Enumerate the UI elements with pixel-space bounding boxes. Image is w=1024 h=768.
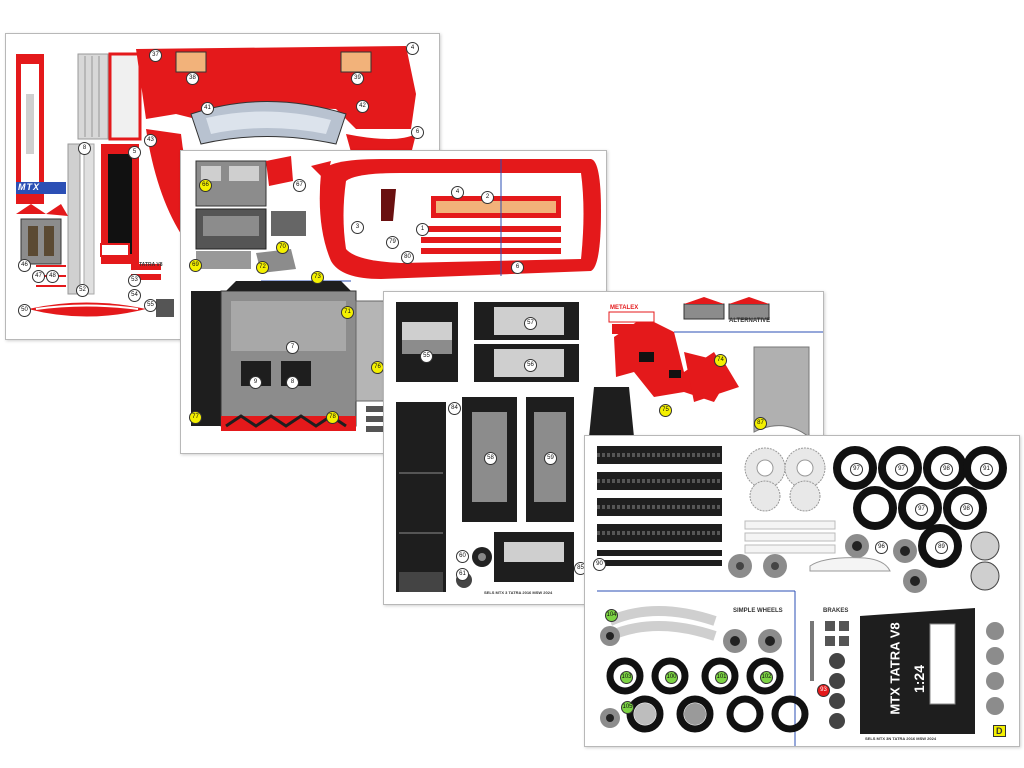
part-number: 2 [481,191,494,204]
model-title: MTX TATRA V8 [887,622,903,715]
part-number: 87 [754,417,767,430]
part-number: 50 [18,304,31,317]
brakes-label: BRAKES [823,608,849,614]
part-number: 70 [276,241,289,254]
part-number: 74 [714,354,727,367]
part-number: 4 [451,186,464,199]
part-number: 98 [960,503,973,516]
part-number: 59 [544,452,557,465]
part-number: 96 [875,541,888,554]
part-number: 105 [621,701,634,714]
part-number: 1 [416,223,429,236]
part-number: 53 [128,274,141,287]
part-number: 43 [144,134,157,147]
part-number: 89 [935,541,948,554]
part-number: 9 [249,376,262,389]
part-number: 48 [46,270,59,283]
part-number: 80 [401,251,414,264]
part-number: 41 [201,102,214,115]
part-number: 3 [351,221,364,234]
metalex-brand: METALEX [610,305,639,311]
part-number: 42 [356,100,369,113]
sheet-d-footer: SELS MTX 3N TATRA 2016 MSW 2024 [865,736,937,741]
sheet-d-artwork [597,446,1007,746]
part-number: 60 [456,550,469,563]
mtx-badge: MTX [18,182,40,192]
part-number: 54 [128,289,141,302]
sheet-letter: D [993,725,1006,737]
part-number: 93 [817,684,830,697]
part-number: 61 [456,568,469,581]
part-number: 6 [511,261,524,274]
part-number: 84 [448,402,461,415]
part-number: 72 [256,261,269,274]
part-number: 75 [659,404,672,417]
part-number: 52 [76,284,89,297]
part-number: 46 [18,259,31,272]
part-number: 71 [341,306,354,319]
part-number: 103 [620,671,633,684]
part-number: 38 [186,72,199,85]
sheet-c-footer: SELS MTX 3 TATRA 2016 MSW 2024 [484,590,553,595]
part-number: 4 [406,42,419,55]
tatra-small-text: TATRA V8 [139,262,163,268]
part-number: 104 [605,609,618,622]
part-number: 57 [524,317,537,330]
part-number: 37 [149,49,162,62]
part-number: 101 [715,671,728,684]
part-number: 91 [980,463,993,476]
part-number: 5 [128,146,141,159]
part-number: 78 [326,411,339,424]
part-number: 77 [189,411,202,424]
part-number: 8 [286,376,299,389]
part-number: 67 [293,179,306,192]
part-number: 56 [524,359,537,372]
part-number: 55 [420,350,433,363]
alternative-label: ALTERNATIVE [729,318,771,324]
part-number: 7 [286,341,299,354]
part-number: 73 [311,271,324,284]
part-number: 79 [386,236,399,249]
part-number: 98 [940,463,953,476]
part-number: 102 [760,671,773,684]
sheet-a-artwork [16,46,416,317]
part-number: 6 [411,126,424,139]
part-number: 47 [32,270,45,283]
simple-wheels-label: SIMPLE WHEELS [733,608,783,614]
parts-sheet-d: SIMPLE WHEELS BRAKES MTX TATRA V8 1:24 D… [584,435,1020,747]
model-scale: 1:24 [911,664,928,694]
part-number: 97 [915,503,928,516]
part-number: 100 [665,671,678,684]
part-number: 66 [199,179,212,192]
part-number: 90 [593,558,606,571]
part-number: 97 [895,463,908,476]
part-number: 55 [144,299,157,312]
part-number: 97 [850,463,863,476]
part-number: 39 [351,72,364,85]
part-number: 58 [484,452,497,465]
part-number: 8 [78,142,91,155]
part-number: 69 [189,259,202,272]
